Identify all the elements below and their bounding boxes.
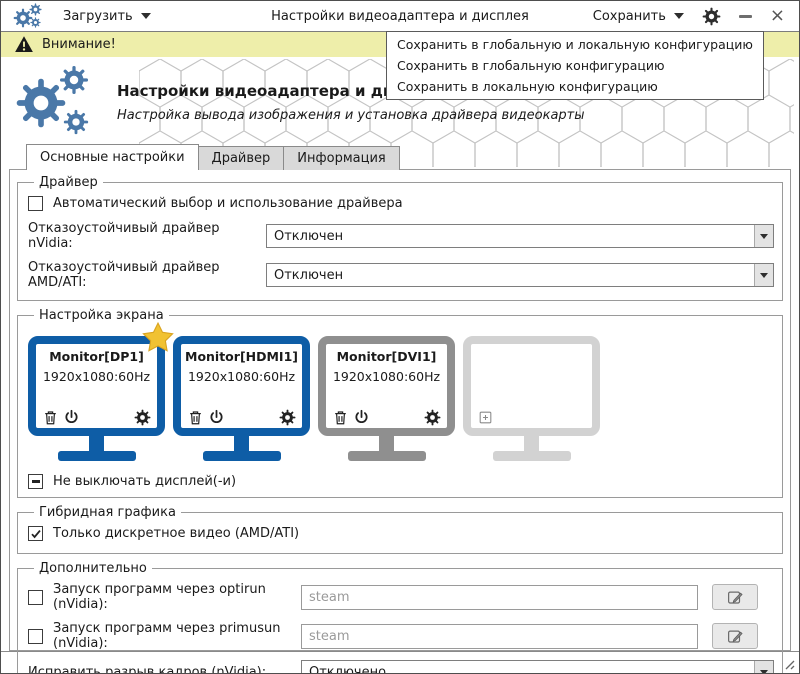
screen-group-legend: Настройка экрана bbox=[39, 308, 164, 323]
edit-pencil-icon bbox=[728, 591, 743, 604]
load-button-label: Загрузить bbox=[63, 8, 133, 24]
power-monitor-icon[interactable] bbox=[63, 409, 80, 426]
tab-main-settings[interactable]: Основные настройки bbox=[26, 144, 199, 170]
primusun-edit-button[interactable] bbox=[712, 623, 758, 649]
nvidia-failsafe-label: Отказоустойчивый драйвер nVidia: bbox=[28, 221, 220, 251]
power-monitor-icon[interactable] bbox=[353, 409, 370, 426]
save-menu-button[interactable]: Сохранить bbox=[593, 9, 684, 24]
monitor-mode: 1920x1080:60Hz bbox=[187, 369, 296, 384]
tab-driver[interactable]: Драйвер bbox=[198, 146, 285, 170]
title-bar: Загрузить Настройки видеоадаптера и дисп… bbox=[1, 1, 799, 31]
add-monitor-card[interactable] bbox=[463, 336, 600, 461]
amd-failsafe-select[interactable]: Отключен bbox=[266, 263, 774, 287]
settings-gear-icon[interactable] bbox=[702, 7, 721, 26]
app-logo-gears-icon bbox=[13, 3, 43, 29]
frame-tearing-value: Отключено bbox=[309, 664, 387, 674]
menu-item-save-global-and-local[interactable]: Сохранить в глобальную и локальную конфи… bbox=[397, 37, 753, 52]
monitor-name: Monitor[DP1] bbox=[49, 349, 144, 364]
close-button[interactable]: × bbox=[769, 5, 785, 26]
save-button-label: Сохранить bbox=[592, 8, 666, 24]
monitor-mode: 1920x1080:60Hz bbox=[42, 369, 151, 384]
discrete-video-label: Только дискретное видео (AMD/ATI) bbox=[53, 526, 300, 541]
hybrid-graphics-group: Гибридная графика Только дискретное виде… bbox=[17, 505, 783, 554]
primusun-checkbox[interactable] bbox=[28, 628, 43, 644]
minimize-button[interactable] bbox=[738, 14, 752, 18]
hybrid-group-legend: Гибридная графика bbox=[39, 505, 176, 520]
warning-triangle-icon bbox=[14, 35, 34, 54]
delete-monitor-icon[interactable] bbox=[187, 409, 204, 426]
keep-display-on-checkbox[interactable] bbox=[28, 474, 43, 489]
hero-gears-icon bbox=[15, 65, 99, 139]
keep-display-on-label: Не выключать дисплей(-и) bbox=[53, 474, 237, 489]
page-subtitle: Настройка вывода изображения и установка… bbox=[117, 107, 585, 123]
discrete-video-checkbox[interactable] bbox=[28, 526, 43, 541]
optirun-checkbox[interactable] bbox=[28, 589, 43, 605]
chevron-down-icon bbox=[140, 13, 151, 19]
checkmark-icon bbox=[30, 529, 41, 538]
warning-text: Внимание! bbox=[42, 37, 116, 52]
save-dropdown-menu: Сохранить в глобальную и локальную конфи… bbox=[386, 31, 764, 100]
additional-group-legend: Дополнительно bbox=[39, 561, 147, 576]
auto-driver-checkbox[interactable] bbox=[28, 196, 43, 211]
monitor-settings-gear-icon[interactable] bbox=[424, 409, 441, 426]
load-menu-button[interactable]: Загрузить bbox=[63, 9, 151, 24]
tab-information[interactable]: Информация bbox=[284, 146, 400, 170]
monitor-card-dp1[interactable]: Monitor[DP1] 1920x1080:60Hz bbox=[28, 321, 174, 461]
monitor-list: Monitor[DP1] 1920x1080:60Hz Monitor[HD bbox=[28, 321, 774, 461]
frame-tearing-label: Исправить разрыв кадров (nVidia): bbox=[28, 664, 267, 674]
add-monitor-icon[interactable] bbox=[477, 409, 494, 426]
auto-driver-label: Автоматический выбор и использование дра… bbox=[53, 196, 403, 211]
delete-monitor-icon[interactable] bbox=[332, 409, 349, 426]
additional-group: Дополнительно Запуск программ через opti… bbox=[17, 561, 783, 674]
optirun-edit-button[interactable] bbox=[712, 584, 758, 610]
menu-item-save-local[interactable]: Сохранить в локальную конфигурацию bbox=[397, 79, 658, 94]
screen-group: Настройка экрана Monitor[DP1] 1920x1080:… bbox=[17, 308, 783, 498]
edit-pencil-icon bbox=[728, 630, 743, 643]
dropdown-arrow-icon[interactable] bbox=[754, 225, 773, 247]
tab-content-panel: Драйвер Автоматический выбор и использов… bbox=[9, 169, 791, 673]
menu-item-save-global[interactable]: Сохранить в глобальную конфигурацию bbox=[397, 58, 665, 73]
tab-bar: Основные настройки Драйвер Информация bbox=[26, 144, 400, 170]
monitor-mode: 1920x1080:60Hz bbox=[332, 369, 441, 384]
driver-group-legend: Драйвер bbox=[39, 175, 98, 190]
nvidia-failsafe-value: Отключен bbox=[274, 228, 344, 244]
monitor-settings-gear-icon[interactable] bbox=[279, 409, 296, 426]
nvidia-failsafe-select[interactable]: Отключен bbox=[266, 224, 774, 248]
delete-monitor-icon[interactable] bbox=[42, 409, 59, 426]
frame-tearing-select[interactable]: Отключено bbox=[301, 660, 774, 674]
primusun-label: Запуск программ через primusun (nVidia): bbox=[53, 621, 281, 651]
resize-grip[interactable] bbox=[780, 655, 796, 671]
optirun-label: Запуск программ через optirun (nVidia): bbox=[53, 582, 266, 612]
power-monitor-icon[interactable] bbox=[208, 409, 225, 426]
dropdown-arrow-icon[interactable] bbox=[754, 264, 773, 286]
amd-failsafe-label: Отказоустойчивый драйвер AMD/ATI: bbox=[28, 260, 220, 290]
monitor-card-hdmi1[interactable]: Monitor[HDMI1] 1920x1080:60Hz bbox=[173, 336, 310, 461]
dropdown-arrow-icon[interactable] bbox=[754, 661, 773, 673]
primary-star-icon bbox=[141, 321, 175, 355]
monitor-card-dvi1[interactable]: Monitor[DVI1] 1920x1080:60Hz bbox=[318, 336, 455, 461]
indeterminate-mark bbox=[31, 480, 40, 483]
monitor-settings-gear-icon[interactable] bbox=[134, 409, 151, 426]
optirun-command-input[interactable] bbox=[301, 584, 698, 610]
chevron-down-icon bbox=[673, 13, 684, 19]
primusun-command-input[interactable] bbox=[301, 623, 698, 649]
driver-group: Драйвер Автоматический выбор и использов… bbox=[17, 175, 783, 301]
monitor-name: Monitor[HDMI1] bbox=[185, 349, 298, 364]
amd-failsafe-value: Отключен bbox=[274, 267, 344, 283]
monitor-name: Monitor[DVI1] bbox=[336, 349, 437, 364]
